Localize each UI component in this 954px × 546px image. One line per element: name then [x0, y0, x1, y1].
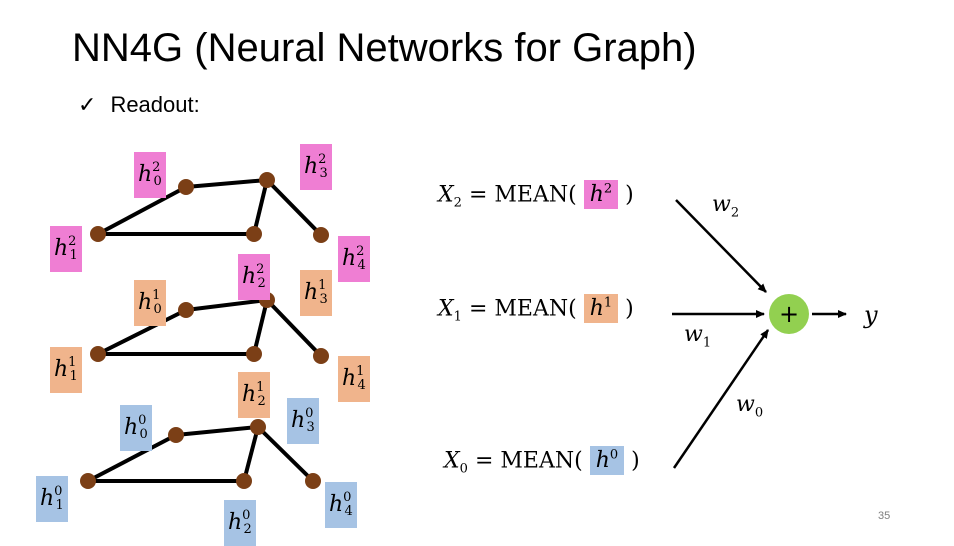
checkmark-icon: ✓ — [78, 92, 97, 117]
graph-edge — [87, 433, 177, 483]
node-label-h2-4: h24 — [338, 236, 370, 282]
graph-node — [250, 419, 266, 435]
arrow-x0-to-sum — [672, 329, 770, 469]
equation-x1: X1 = MEAN( h1 ) — [438, 294, 634, 325]
graph-node — [259, 172, 275, 188]
graph-edge — [265, 178, 323, 237]
node-label-h2-1: h21 — [50, 226, 82, 272]
equation-x2: X2 = MEAN( h2 ) — [438, 180, 634, 211]
node-label-h2-2: h22 — [238, 254, 270, 300]
weight-w0: w0 — [736, 392, 764, 421]
node-label-h1-3: h13 — [300, 270, 332, 316]
page-number: 35 — [878, 510, 891, 522]
node-label-h0-3: h03 — [287, 398, 319, 444]
node-label-h1-1: h11 — [50, 347, 82, 393]
graph-edge — [97, 308, 187, 356]
node-label-h0-1: h01 — [36, 476, 68, 522]
graph-node — [246, 346, 262, 362]
graph-node — [313, 348, 329, 364]
sum-symbol: + — [779, 300, 799, 328]
output-y: y — [863, 301, 878, 329]
node-label-h1-2: h12 — [238, 372, 270, 418]
graph-edge — [265, 298, 323, 358]
weight-w2: w2 — [712, 192, 740, 221]
node-label-h1-4: h14 — [338, 356, 370, 402]
bullet-text: Readout: — [110, 92, 200, 117]
node-label-h2-3: h23 — [300, 144, 332, 190]
graph-node — [313, 227, 329, 243]
weight-w1: w1 — [684, 322, 712, 351]
graph-node — [178, 179, 194, 195]
h1-highlight: h1 — [583, 294, 619, 324]
graph-edge — [97, 185, 187, 236]
graph-node — [246, 226, 262, 242]
graph-node — [90, 226, 106, 242]
graph-edge — [252, 299, 269, 355]
graph-edge — [185, 298, 268, 312]
graph-edge — [242, 426, 260, 482]
node-label-h2-0: h20 — [134, 152, 166, 198]
arrow-x2-to-sum — [675, 199, 767, 293]
node-label-h0-4: h04 — [325, 482, 357, 528]
h2-highlight: h2 — [583, 180, 619, 210]
node-label-h1-0: h10 — [134, 280, 166, 326]
graph-node — [90, 346, 106, 362]
h0-highlight: h0 — [589, 446, 625, 476]
node-label-h0-2: h02 — [224, 500, 256, 546]
readout-bullet: ✓ Readout: — [78, 92, 200, 118]
graph-edge — [175, 425, 259, 437]
graph-edge — [256, 425, 315, 483]
graph-node — [80, 473, 96, 489]
graph-edge — [185, 178, 268, 189]
graph-node — [236, 473, 252, 489]
slide-title: NN4G (Neural Networks for Graph) — [72, 26, 697, 70]
sum-node — [769, 294, 809, 334]
graph-node — [168, 427, 184, 443]
graph-edge — [252, 179, 269, 235]
equation-x0: X0 = MEAN( h0 ) — [444, 446, 640, 477]
node-label-h0-0: h00 — [120, 405, 152, 451]
graph-node — [178, 302, 194, 318]
graph-node — [305, 473, 321, 489]
